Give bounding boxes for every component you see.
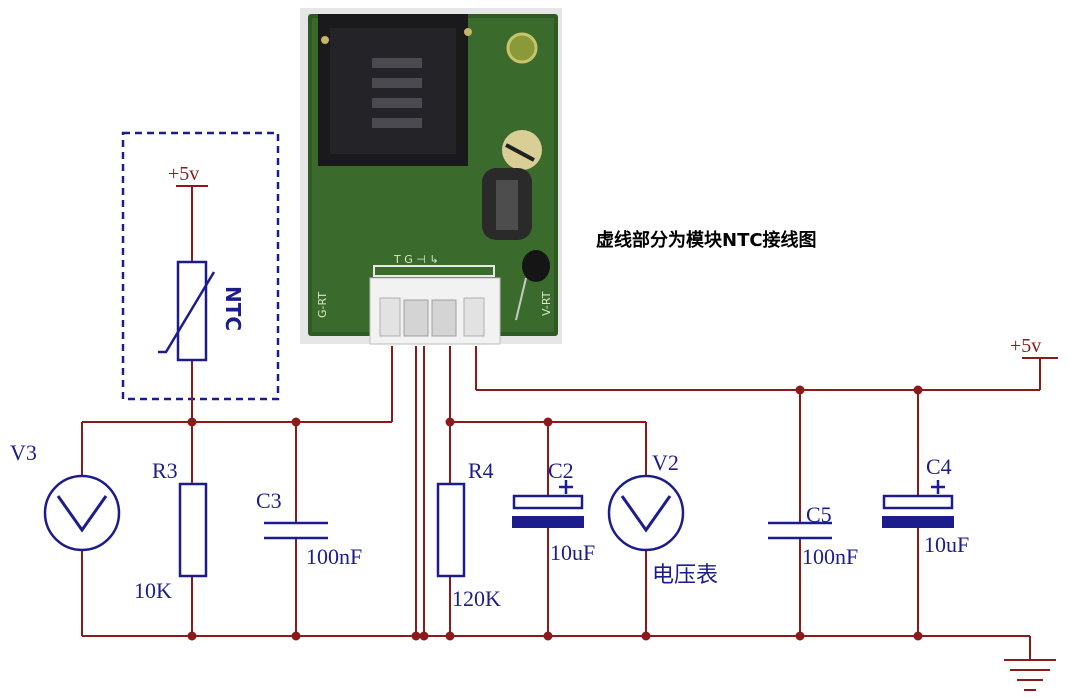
ntc-thermistor [158, 260, 216, 362]
ntc-label: NTC [221, 286, 245, 331]
c4-ref: C4 [926, 454, 952, 479]
capacitor-c3 [264, 521, 328, 540]
resistor-r4 [436, 482, 466, 578]
r4-ref: R4 [468, 458, 494, 483]
capacitor-c5 [768, 521, 832, 540]
trimmer-component [502, 130, 542, 170]
voltmeter-v2 [607, 474, 685, 552]
ntc-module-dashed-box [121, 131, 280, 401]
junction-nodes [187, 385, 923, 641]
r3-ref: R3 [152, 458, 178, 483]
capacitor-c4 [882, 480, 954, 528]
dashed-area-note: 虚线部分为模块NTC接线图 [596, 229, 817, 251]
c3-value: 100nF [306, 544, 362, 569]
c5-value: 100nF [802, 544, 858, 569]
ground-icon [1004, 659, 1056, 691]
supply-left-label: +5v [168, 163, 199, 185]
c5-ref: C5 [806, 502, 832, 527]
connector-pin-labels: T G ⊣ ↳ [393, 253, 439, 266]
ntc-module-pcb: G-RT V-RT T G ⊣ ↳ [300, 8, 562, 345]
mounting-hole [506, 32, 538, 64]
v2-ref: V2 [652, 450, 679, 475]
v2-value: 电压表 [652, 563, 718, 588]
pcb-silk-left: G-RT [316, 292, 329, 318]
voltmeter-v3 [43, 474, 121, 552]
pcb-silk-right: V-RT [540, 291, 553, 316]
pcb-connector: T G ⊣ ↳ [369, 253, 501, 345]
pcb-transistor [522, 250, 550, 282]
supply-right-label: +5v [1010, 335, 1041, 357]
capacitor-c2 [512, 480, 584, 528]
c2-value: 10uF [550, 540, 595, 565]
c3-ref: C3 [256, 488, 282, 513]
resistor-r3 [178, 482, 208, 578]
c4-value: 10uF [924, 532, 969, 557]
circuit-wires [81, 185, 1058, 660]
r3-value: 10K [134, 578, 172, 603]
r4-value: 120K [452, 586, 501, 611]
v3-label: V3 [10, 440, 37, 465]
c2-ref: C2 [548, 458, 574, 483]
